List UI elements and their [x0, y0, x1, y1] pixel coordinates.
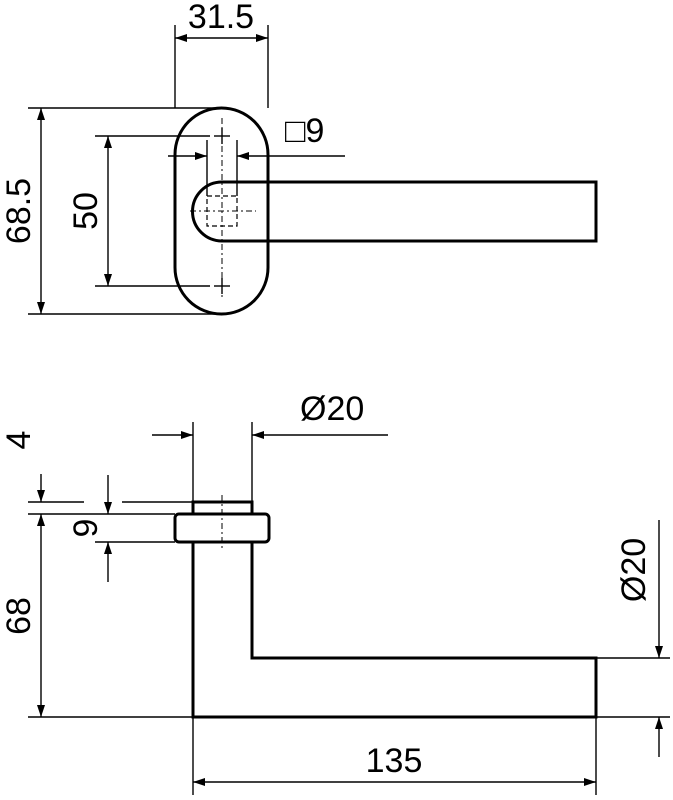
dim-width-label: 31.5: [188, 0, 254, 36]
dim-screw-spacing-label: 50: [67, 192, 105, 230]
dim-spindle-label: □9: [285, 112, 324, 150]
lever-handle: [191, 180, 598, 243]
dim-rose-dia: Ø20: [152, 390, 388, 502]
dim-screw-spacing: 50: [67, 135, 210, 287]
side-view: Ø20 4 9 68: [0, 390, 670, 795]
dim-rose-thickness-label: 9: [67, 519, 105, 538]
dim-lever-dia: Ø20: [596, 520, 670, 757]
top-view: 31.5 □9 68.5 50: [0, 0, 598, 316]
dim-width-top: 31.5: [174, 0, 269, 108]
dim-length-label: 135: [366, 742, 423, 780]
dim-rose-thickness: 9: [67, 475, 175, 582]
dim-top-offset: 4: [0, 431, 193, 515]
dim-rose-dia-label: Ø20: [300, 390, 364, 428]
dim-height-side: 68: [0, 514, 193, 718]
dim-lever-dia-label: Ø20: [615, 538, 653, 602]
dim-top-offset-label: 4: [0, 431, 38, 450]
dim-length: 135: [192, 717, 597, 795]
dim-height-top: 68.5: [0, 107, 222, 315]
dim-height-top-label: 68.5: [0, 178, 38, 244]
screw-mark-bottom: [214, 278, 230, 294]
dim-spindle: □9: [168, 112, 345, 196]
lever-side: [191, 542, 598, 719]
screw-mark-top: [214, 128, 230, 144]
dim-height-side-label: 68: [0, 597, 38, 635]
